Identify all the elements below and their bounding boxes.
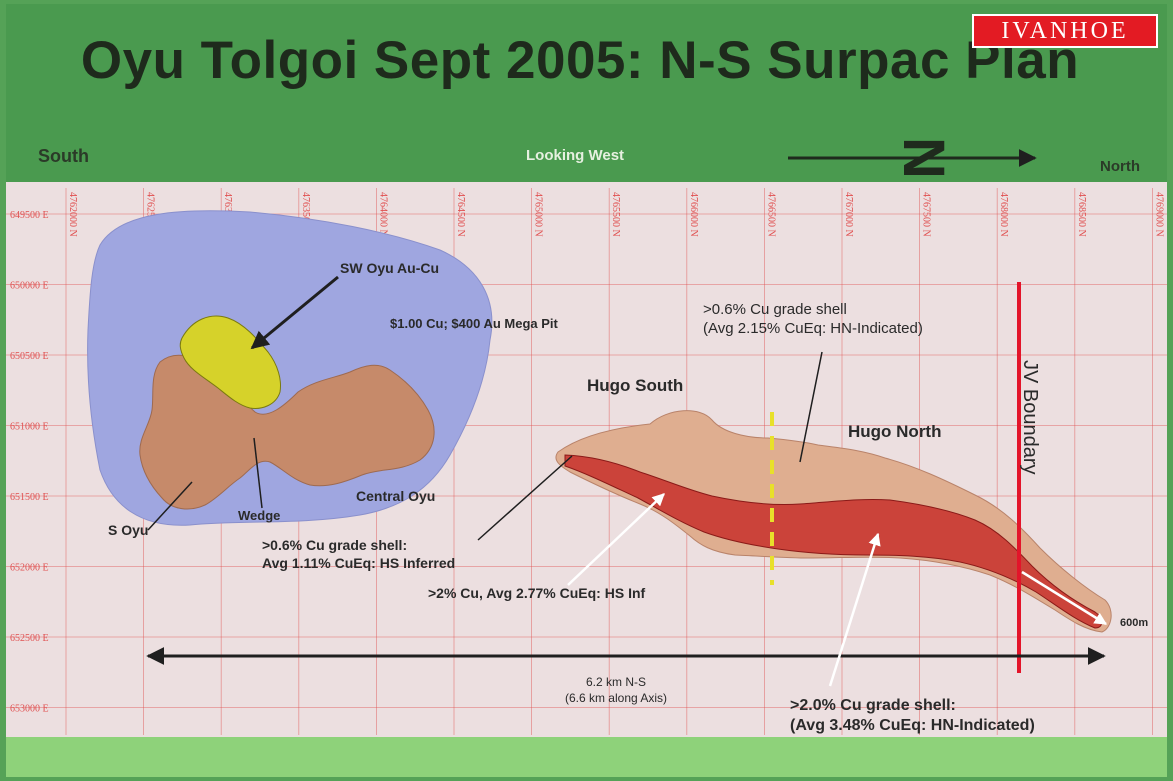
easting-tick-label: 651500 E: [10, 492, 49, 503]
leader-depth: [1021, 570, 1108, 626]
northing-tick-label: 4768500 N: [1076, 192, 1087, 237]
easting-tick-label: 652000 E: [10, 563, 49, 574]
northing-tick-label: 4762500 N: [145, 192, 156, 237]
northing-tick-label: 4769000 N: [1153, 192, 1164, 237]
label-sw-oyu: SW Oyu Au-Cu: [340, 260, 440, 276]
leader-sw-oyu: [250, 275, 339, 350]
leader-s-oyu: [147, 481, 193, 531]
leader-hs-inf: [567, 493, 665, 586]
leader-wedge: [253, 437, 263, 509]
label-hn-high: >2.0% Cu grade shell: (Avg 3.48% CuEq: H…: [790, 696, 1035, 736]
easting-tick-label: 650000 E: [10, 281, 49, 292]
northing-tick-label: 4767500 N: [921, 192, 932, 237]
label-hs-shell-line2: Avg 1.11% CuEq: HS Inferred: [262, 555, 456, 571]
northing-tick-label: 4766500 N: [765, 192, 776, 237]
easting-tick-label: 651000 E: [10, 422, 49, 433]
north-label: North: [1100, 158, 1140, 175]
label-mega-pit: $1.00 Cu; $400 Au Mega Pit: [390, 316, 558, 331]
label-length-line2: (6.6 km along Axis): [564, 691, 668, 705]
north-arrow: N: [788, 137, 1037, 179]
footer-band: [6, 737, 1167, 777]
easting-tick-label: 650500 E: [10, 351, 49, 362]
label-hn-shell: >0.6% Cu grade shell (Avg 2.15% CuEq: HN…: [703, 300, 923, 338]
leader-hn-shell: [799, 351, 823, 463]
looking-west-label: Looking West: [526, 147, 625, 164]
northing-tick-label: 4767000 N: [843, 192, 854, 237]
northing-tick-label: 4765500 N: [610, 192, 621, 237]
label-hn-high-line1: >2.0% Cu grade shell:: [790, 697, 956, 714]
northing-tick-label: 4764500 N: [455, 192, 466, 237]
label-wedge: Wedge: [238, 508, 281, 523]
label-length: 6.2 km N-S (6.6 km along Axis): [516, 674, 716, 706]
northing-tick-label: 4766000 N: [688, 192, 699, 237]
easting-tick-label: 653000 E: [10, 704, 49, 715]
label-hs-shell: >0.6% Cu grade shell: Avg 1.11% CuEq: HS…: [262, 536, 455, 572]
slide-title: Oyu Tolgoi Sept 2005: N-S Surpac Plan: [80, 31, 1080, 90]
jv-boundary-label: JV Boundary: [1019, 360, 1041, 475]
label-s-oyu: S Oyu: [108, 522, 149, 538]
label-hugo-south: Hugo South: [587, 376, 684, 395]
label-hs-shell-line1: >0.6% Cu grade shell:: [262, 537, 408, 553]
northing-tick-label: 4764000 N: [377, 192, 388, 237]
south-label: South: [38, 146, 89, 166]
label-hugo-north: Hugo North: [848, 422, 942, 441]
leader-lines: [147, 275, 1108, 687]
easting-tick-label: 652500 E: [10, 633, 49, 644]
label-hn-shell-line2: (Avg 2.15% CuEq: HN-Indicated): [703, 320, 923, 337]
label-depth: 600m: [1120, 617, 1149, 629]
northing-tick-label: 4765000 N: [533, 192, 544, 237]
label-hs-inf: >2% Cu, Avg 2.77% CuEq: HS Inf: [428, 585, 646, 601]
oyu-orebody: [139, 354, 435, 510]
northing-tick-label: 4762000 N: [67, 192, 78, 237]
label-hn-shell-line1: >0.6% Cu grade shell: [703, 301, 847, 318]
label-hn-high-line2: (Avg 3.48% CuEq: HN-Indicated): [790, 717, 1035, 734]
leader-hn-high: [828, 532, 881, 687]
label-length-line1: 6.2 km N-S: [585, 675, 646, 689]
ivanhoe-logo: IVANHOE: [972, 14, 1158, 48]
leader-hs-shell: [477, 455, 573, 541]
compass-n-glyph: N: [891, 137, 956, 179]
northing-tick-label: 4768000 N: [998, 192, 1009, 237]
northing-tick-label: 4763500 N: [300, 192, 311, 237]
easting-tick-label: 649500 E: [10, 210, 49, 221]
label-central-oyu: Central Oyu: [356, 488, 436, 504]
